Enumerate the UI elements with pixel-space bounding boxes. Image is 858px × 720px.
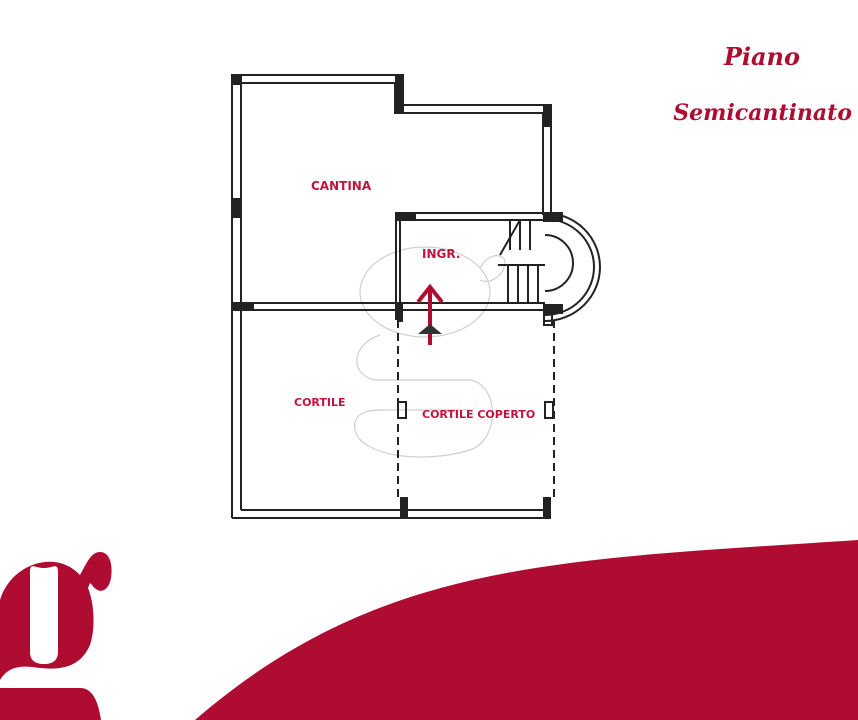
- room-label-cantina: CANTINA: [311, 179, 372, 193]
- watermark-logo: [353, 246, 506, 458]
- brand-swoosh: [195, 540, 858, 720]
- g-logo: [0, 552, 112, 720]
- room-label-ingresso: INGR.: [422, 247, 460, 261]
- arrow-up-icon: [416, 283, 444, 345]
- title-line-2: Semicantinato: [673, 100, 852, 126]
- walls: [231, 74, 601, 519]
- room-label-cortile-coperto: CORTILE COPERTO: [422, 408, 535, 421]
- title-line-1: Piano: [723, 42, 800, 71]
- room-label-cortile: CORTILE: [294, 396, 346, 409]
- pillars: [232, 75, 563, 518]
